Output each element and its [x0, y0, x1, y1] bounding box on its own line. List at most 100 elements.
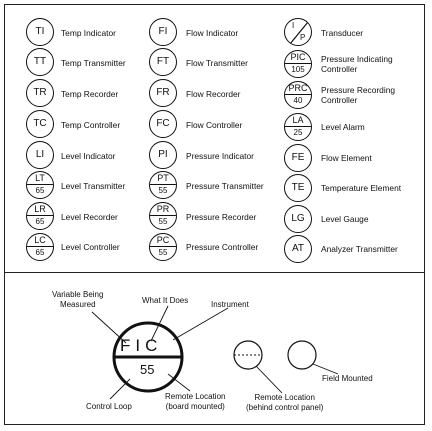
leader-remote-panel [255, 365, 283, 394]
symbol-label: Flow Indicator [186, 28, 239, 38]
symbol-label: Flow Element [321, 153, 372, 163]
symbol-tag: TC [33, 118, 47, 129]
field-mounted-instrument-circle [287, 340, 317, 370]
annotation-line: Remote Location [254, 393, 315, 402]
leader-variable-measured [91, 311, 127, 344]
split-line [285, 63, 311, 64]
split-line [285, 126, 311, 127]
symbol-number: 55 [158, 248, 168, 257]
instrument-symbol-tr: TR [26, 79, 54, 107]
symbol-number: 40 [293, 96, 303, 105]
instrument-symbol-lt: LT 65 [26, 171, 54, 199]
split-line [27, 246, 53, 247]
split-line [285, 94, 311, 95]
annotation-line: (board mounted) [165, 401, 225, 411]
diagonal-split-line [289, 21, 309, 45]
instrument-symbol-tc: TC [26, 110, 54, 138]
split-line [27, 184, 53, 185]
symbol-tag: LT [35, 173, 45, 183]
instrument-symbol-pi: PI [149, 141, 177, 169]
symbol-number: 55 [158, 217, 168, 226]
leader-field-mounted [312, 363, 339, 375]
symbol-label: Pressure Transmitter [186, 181, 264, 191]
symbol-tag: PR [156, 204, 170, 214]
instrument-symbol-transducer: I P [284, 18, 312, 46]
symbol-tag: PT [157, 173, 169, 183]
annotation-what-it-does: What It Does [142, 296, 189, 305]
instrument-symbol-pc: PC 55 [149, 233, 177, 261]
symbol-tag: TR [33, 87, 47, 98]
split-line [27, 215, 53, 216]
split-line [150, 184, 176, 185]
annotation-line: Measured [59, 299, 96, 309]
symbol-tag: FE [291, 152, 305, 163]
symbol-tag: LG [291, 213, 305, 224]
annotation-line: Variable Being [52, 290, 104, 299]
instrument-symbol-lg: LG [284, 205, 312, 233]
instrument-symbol-tt: TT [26, 48, 54, 76]
symbol-number: 105 [291, 65, 305, 74]
legend-big-number: 55 [140, 362, 155, 377]
symbol-label: Flow Transmitter [186, 58, 248, 68]
symbol-number: 65 [35, 248, 45, 257]
symbol-tag: FT [156, 56, 170, 67]
instrument-symbol-fr: FR [149, 79, 177, 107]
symbol-tag: I [292, 21, 295, 30]
symbol-label: Temp Indicator [61, 28, 116, 38]
annotation-line: (behind control panel) [246, 402, 324, 412]
symbol-label: Transducer [321, 28, 364, 38]
symbol-label: Temp Recorder [61, 89, 119, 99]
symbol-tag: FI [158, 26, 168, 37]
leader-what-it-does [150, 305, 169, 342]
symbol-label: Pressure Indicator [186, 151, 254, 161]
diagram-frame [4, 4, 425, 425]
symbol-label: Flow Controller [186, 120, 243, 130]
symbol-label: Level Transmitter [61, 181, 126, 191]
symbol-number: P [300, 33, 306, 42]
symbol-label: Pressure Controller [186, 242, 259, 252]
instrument-symbol-li: LI [26, 141, 54, 169]
annotation-instrument: Instrument [211, 300, 249, 309]
split-line [150, 215, 176, 216]
instrument-symbol-ti: TI [26, 18, 54, 46]
annotation-remote-panel: Remote Location(behind control panel) [246, 393, 323, 412]
symbol-tag: FR [156, 87, 170, 98]
symbol-label-line: Controller [321, 64, 358, 74]
symbol-label: Level Controller [61, 242, 120, 252]
annotation-line: Remote Location [165, 392, 226, 401]
symbol-label: Temperature Element [321, 183, 402, 193]
symbol-tag: LC [34, 235, 46, 245]
symbol-label: Level Gauge [321, 214, 369, 224]
instrument-symbol-fi: FI [149, 18, 177, 46]
symbol-label-line: Pressure Indicating [321, 54, 393, 64]
instrument-symbol-fe: FE [284, 144, 312, 172]
split-line [150, 246, 176, 247]
instrument-symbol-at: AT [284, 235, 312, 263]
symbol-label: Temp Transmitter [61, 58, 126, 68]
symbol-number: 65 [35, 186, 45, 195]
symbol-tag: AT [291, 243, 305, 254]
symbol-tag: PC [156, 235, 170, 245]
legend-big-tag: FIC [120, 336, 163, 355]
annotation-field-mounted: Field Mounted [322, 374, 373, 383]
leader-control-loop [109, 378, 131, 400]
instrument-symbol-lc: LC 65 [26, 233, 54, 261]
symbol-number: 65 [35, 217, 45, 226]
instrument-symbol-pic: PIC 105 [284, 50, 312, 78]
symbol-tag: TI [35, 26, 45, 37]
symbol-tag: PIC [290, 52, 306, 62]
instrument-symbol-ft: FT [149, 48, 177, 76]
symbol-label: Temp Controller [61, 120, 121, 130]
symbol-tag: TT [33, 56, 47, 67]
symbol-tag: FC [156, 118, 170, 129]
leader-instrument [172, 307, 229, 341]
symbol-label: Pressure Recorder [186, 212, 257, 222]
symbol-label-line: Pressure Recording [321, 85, 396, 95]
